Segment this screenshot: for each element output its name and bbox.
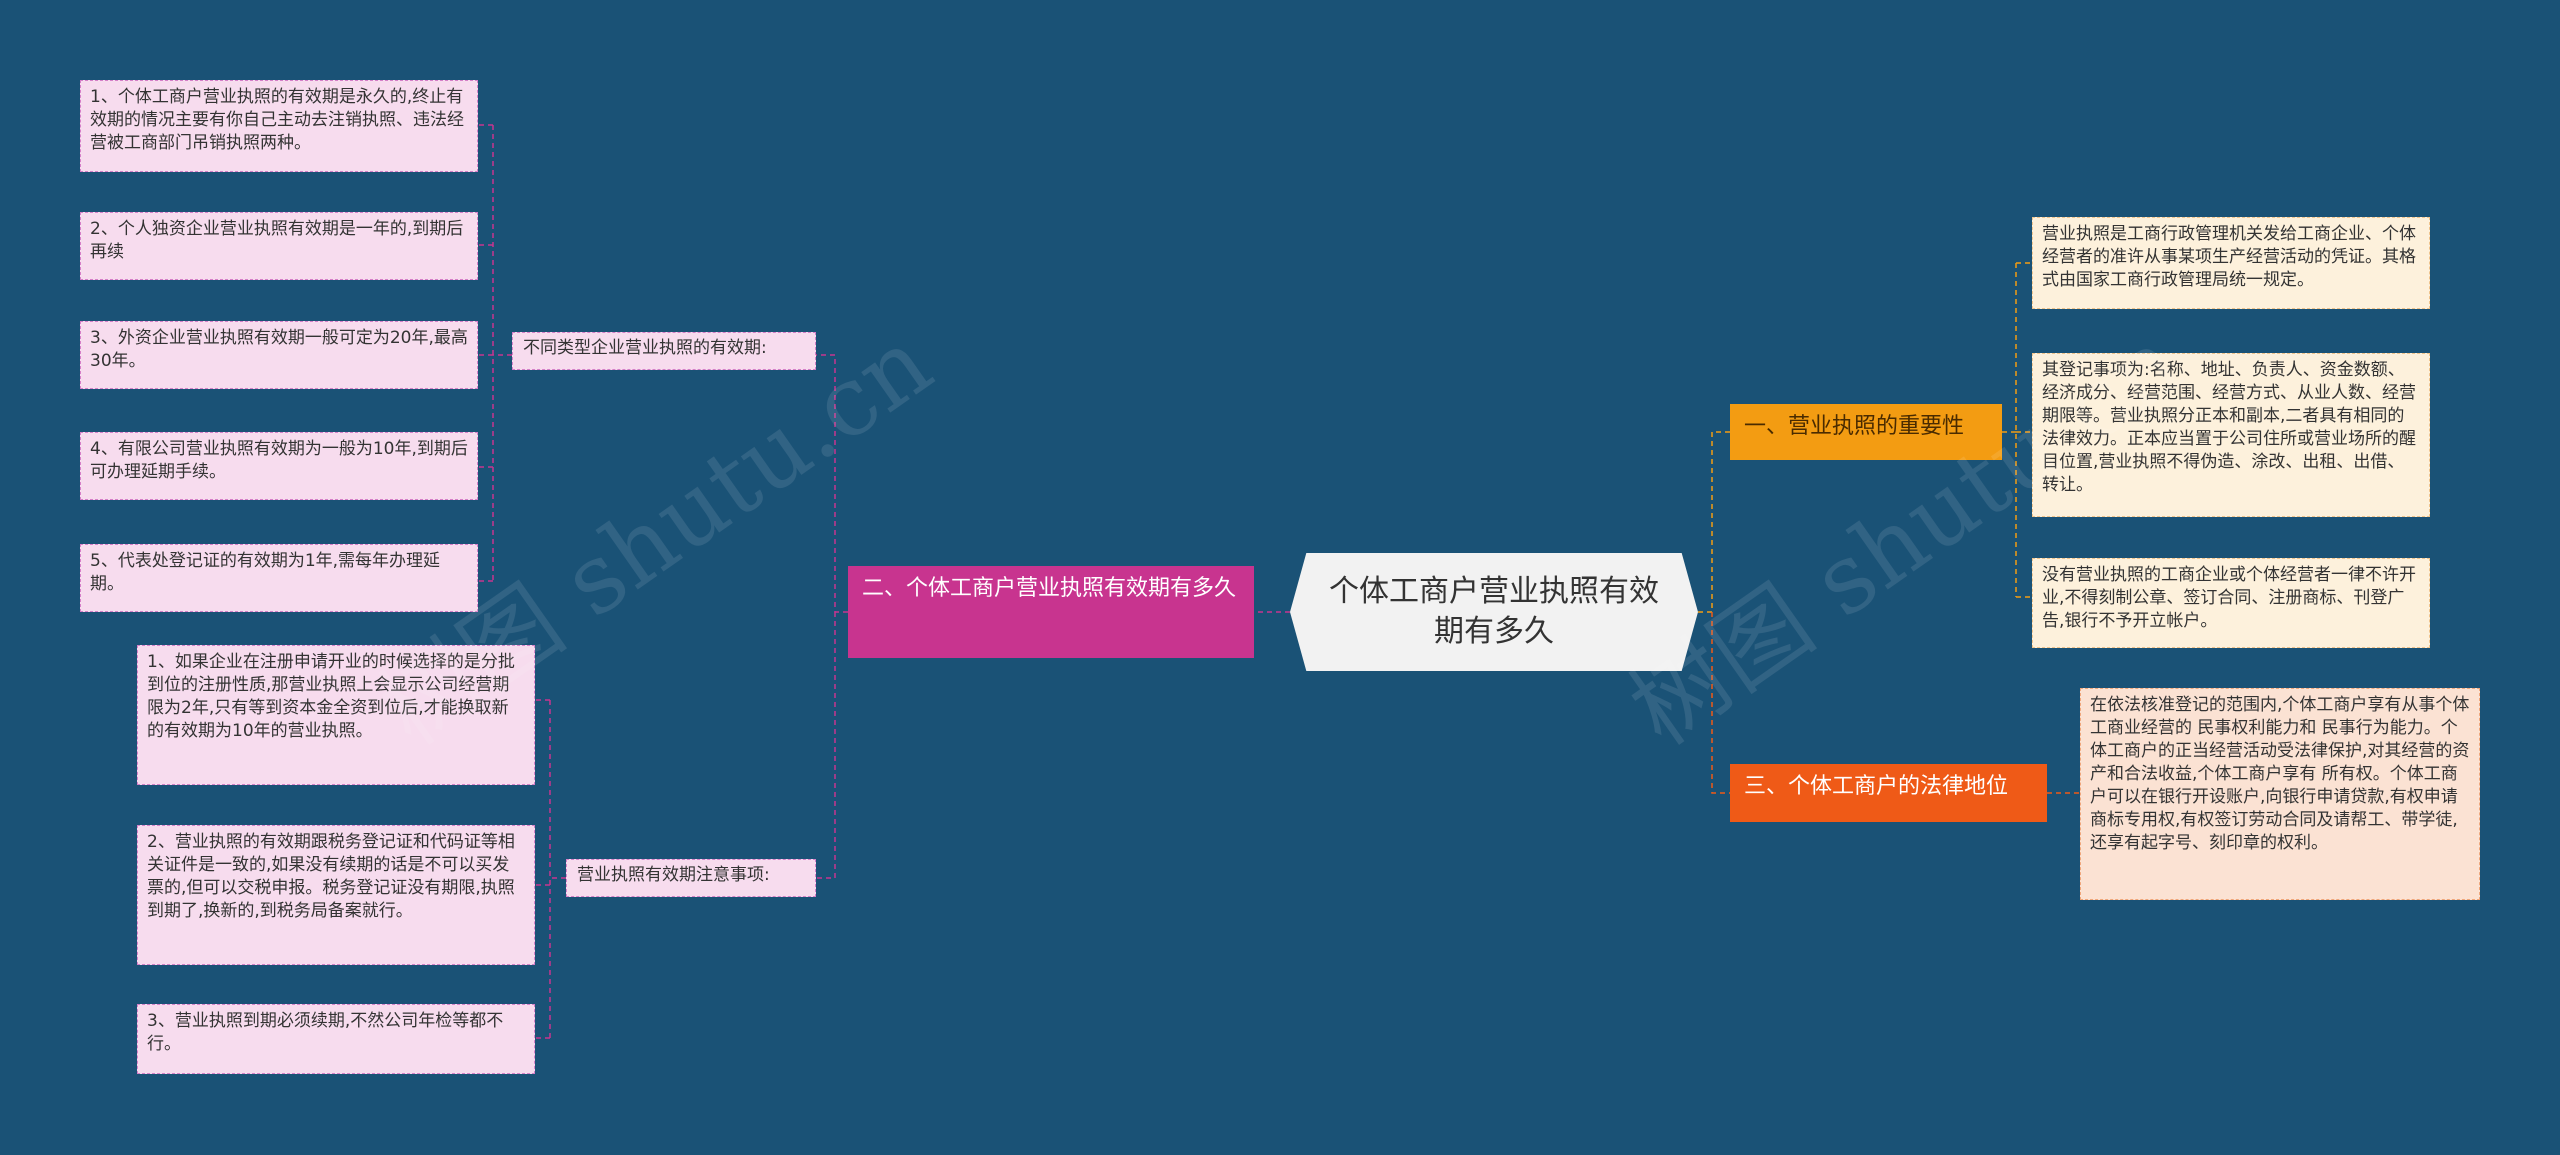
list-item[interactable]: 3、营业执照到期必须续期,不然公司年检等都不行。 <box>137 1004 535 1074</box>
branch-importance[interactable]: 一、营业执照的重要性 <box>1730 404 2002 460</box>
list-item[interactable]: 2、营业执照的有效期跟税务登记证和代码证等相关证件是一致的,如果没有续期的话是不… <box>137 825 535 965</box>
central-topic-label: 个体工商户营业执照有效期有多久 <box>1329 574 1659 649</box>
group-enterprise-types[interactable]: 不同类型企业营业执照的有效期: <box>512 332 816 370</box>
branch-importance-label: 一、营业执照的重要性 <box>1744 414 1965 439</box>
group-enterprise-types-label: 不同类型企业营业执照的有效期: <box>523 338 767 358</box>
list-item[interactable]: 1、个体工商户营业执照的有效期是永久的,终止有效期的情况主要有你自己主动去注销执… <box>80 80 478 172</box>
list-item-text: 2、营业执照的有效期跟税务登记证和代码证等相关证件是一致的,如果没有续期的话是不… <box>147 832 515 921</box>
list-item-text: 营业执照是工商行政管理机关发给工商企业、个体经营者的准许从事某项生产经营活动的凭… <box>2042 224 2416 290</box>
list-item[interactable]: 在依法核准登记的范围内,个体工商户享有从事个体工商业经营的 民事权利能力和 民事… <box>2080 688 2480 900</box>
branch-legal-status[interactable]: 三、个体工商户的法律地位 <box>1730 764 2047 822</box>
list-item-text: 没有营业执照的工商企业或个体经营者一律不许开业,不得刻制公章、签订合同、注册商标… <box>2042 565 2416 631</box>
list-item[interactable]: 其登记事项为:名称、地址、负责人、资金数额、经济成分、经营范围、经营方式、从业人… <box>2032 353 2430 517</box>
group-notes-label: 营业执照有效期注意事项: <box>577 865 770 885</box>
list-item-text: 其登记事项为:名称、地址、负责人、资金数额、经济成分、经营范围、经营方式、从业人… <box>2042 360 2416 495</box>
list-item[interactable]: 2、个人独资企业营业执照有效期是一年的,到期后再续 <box>80 212 478 280</box>
branch-validity-period[interactable]: 二、个体工商户营业执照有效期有多久 <box>848 566 1254 658</box>
list-item[interactable]: 4、有限公司营业执照有效期为一般为10年,到期后可办理延期手续。 <box>80 432 478 500</box>
list-item-text: 4、有限公司营业执照有效期为一般为10年,到期后可办理延期手续。 <box>90 439 468 482</box>
list-item-text: 1、个体工商户营业执照的有效期是永久的,终止有效期的情况主要有你自己主动去注销执… <box>90 87 464 153</box>
list-item-text: 1、如果企业在注册申请开业的时候选择的是分批到位的注册性质,那营业执照上会显示公… <box>147 652 515 741</box>
group-notes[interactable]: 营业执照有效期注意事项: <box>566 859 816 897</box>
central-topic[interactable]: 个体工商户营业执照有效期有多久 <box>1290 553 1698 671</box>
list-item[interactable]: 1、如果企业在注册申请开业的时候选择的是分批到位的注册性质,那营业执照上会显示公… <box>137 645 535 785</box>
list-item-text: 3、外资企业营业执照有效期一般可定为20年,最高30年。 <box>90 328 468 371</box>
list-item[interactable]: 5、代表处登记证的有效期为1年,需每年办理延期。 <box>80 544 478 612</box>
branch-validity-period-label: 二、个体工商户营业执照有效期有多久 <box>862 576 1237 601</box>
list-item-text: 在依法核准登记的范围内,个体工商户享有从事个体工商业经营的 民事权利能力和 民事… <box>2090 695 2470 853</box>
list-item-text: 3、营业执照到期必须续期,不然公司年检等都不行。 <box>147 1011 504 1054</box>
list-item[interactable]: 3、外资企业营业执照有效期一般可定为20年,最高30年。 <box>80 321 478 389</box>
list-item[interactable]: 营业执照是工商行政管理机关发给工商企业、个体经营者的准许从事某项生产经营活动的凭… <box>2032 217 2430 309</box>
list-item-text: 5、代表处登记证的有效期为1年,需每年办理延期。 <box>90 551 441 594</box>
list-item[interactable]: 没有营业执照的工商企业或个体经营者一律不许开业,不得刻制公章、签订合同、注册商标… <box>2032 558 2430 648</box>
branch-legal-status-label: 三、个体工商户的法律地位 <box>1744 774 2009 799</box>
list-item-text: 2、个人独资企业营业执照有效期是一年的,到期后再续 <box>90 219 464 262</box>
